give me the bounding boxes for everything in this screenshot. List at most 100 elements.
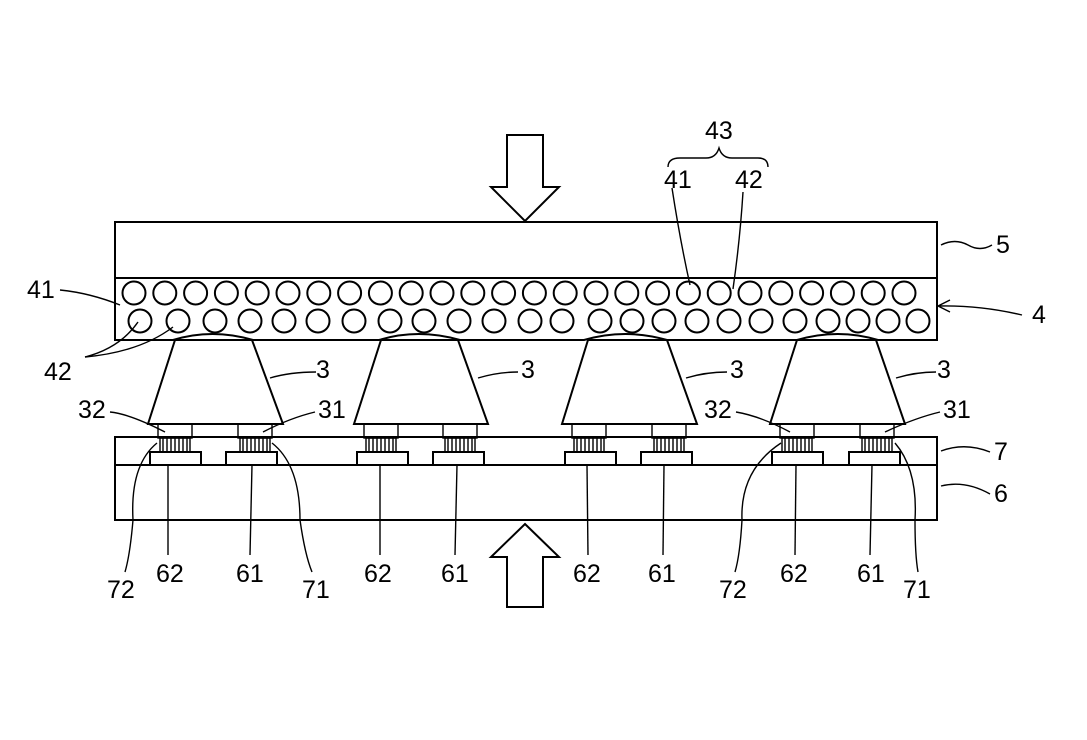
substrate-pad bbox=[772, 452, 823, 465]
label-5: 5 bbox=[996, 231, 1010, 259]
bump bbox=[860, 424, 894, 438]
conductive-particle bbox=[817, 310, 840, 333]
label-62-a: 62 bbox=[156, 560, 184, 588]
conductive-particle bbox=[862, 282, 885, 305]
label-31-left: 31 bbox=[318, 396, 346, 424]
substrate-pad bbox=[433, 452, 484, 465]
label-3-a: 3 bbox=[316, 356, 330, 384]
label-31-right: 31 bbox=[943, 396, 971, 424]
chip bbox=[770, 340, 905, 424]
label-43: 43 bbox=[705, 117, 733, 145]
label-71-right: 71 bbox=[903, 576, 931, 604]
label-4: 4 bbox=[1032, 301, 1046, 329]
conductive-particle bbox=[184, 282, 207, 305]
conductive-particle bbox=[686, 310, 709, 333]
conductive-particle bbox=[338, 282, 361, 305]
label-61-d: 61 bbox=[857, 560, 885, 588]
substrate-pad bbox=[849, 452, 900, 465]
conductive-particle bbox=[519, 310, 542, 333]
label-61-a: 61 bbox=[236, 560, 264, 588]
conductive-particle bbox=[907, 310, 930, 333]
conductive-particle bbox=[239, 310, 262, 333]
conductive-particle bbox=[343, 310, 366, 333]
conductive-particle bbox=[215, 282, 238, 305]
label-3-b: 3 bbox=[521, 356, 535, 384]
conductive-particle bbox=[750, 310, 773, 333]
conductive-particles bbox=[123, 282, 930, 333]
label-61-b: 61 bbox=[441, 560, 469, 588]
label-72-right: 72 bbox=[719, 576, 747, 604]
bump bbox=[443, 424, 477, 438]
conductive-particle bbox=[847, 310, 870, 333]
bump bbox=[238, 424, 272, 438]
conductive-particle bbox=[277, 282, 300, 305]
label-7: 7 bbox=[994, 438, 1008, 466]
conductive-particle bbox=[273, 310, 296, 333]
top-press-arrow bbox=[491, 135, 559, 221]
conductive-particle bbox=[585, 282, 608, 305]
conductive-particle bbox=[677, 282, 700, 305]
conductive-particle bbox=[800, 282, 823, 305]
substrate-pad bbox=[357, 452, 408, 465]
conductive-particle bbox=[492, 282, 515, 305]
conductive-particle bbox=[831, 282, 854, 305]
particle-film-layer-4 bbox=[115, 278, 937, 340]
label-6: 6 bbox=[994, 480, 1008, 508]
label-3-d: 3 bbox=[937, 356, 951, 384]
conductive-particle bbox=[589, 310, 612, 333]
label-41-left: 41 bbox=[27, 276, 55, 304]
label-61-c: 61 bbox=[648, 560, 676, 588]
conductive-particle bbox=[246, 282, 269, 305]
conductive-particle bbox=[708, 282, 731, 305]
conductive-particle bbox=[523, 282, 546, 305]
label-32-right: 32 bbox=[704, 396, 732, 424]
conductive-particle bbox=[739, 282, 762, 305]
conductive-particle bbox=[646, 282, 669, 305]
bump bbox=[780, 424, 814, 438]
substrate-6 bbox=[115, 465, 937, 520]
conductive-particle bbox=[431, 282, 454, 305]
conductive-particle bbox=[461, 282, 484, 305]
conductive-particle bbox=[718, 310, 741, 333]
label-3-c: 3 bbox=[730, 356, 744, 384]
label-62-d: 62 bbox=[780, 560, 808, 588]
conductive-particle bbox=[307, 310, 330, 333]
bottom-press-arrow bbox=[491, 524, 559, 607]
conductive-particle bbox=[551, 310, 574, 333]
label-72-left: 72 bbox=[107, 576, 135, 604]
bump bbox=[364, 424, 398, 438]
conductive-particle bbox=[615, 282, 638, 305]
conductive-particle bbox=[307, 282, 330, 305]
substrate-electrodes bbox=[150, 452, 900, 465]
label-62-c: 62 bbox=[573, 560, 601, 588]
conductive-particle bbox=[483, 310, 506, 333]
label-62-b: 62 bbox=[364, 560, 392, 588]
chip bbox=[354, 340, 488, 424]
conductive-particle bbox=[379, 310, 402, 333]
bump bbox=[572, 424, 606, 438]
conductive-particle bbox=[769, 282, 792, 305]
label-42-left: 42 bbox=[44, 358, 72, 386]
chip bbox=[148, 340, 283, 424]
substrate-pad bbox=[150, 452, 201, 465]
leader-lines bbox=[60, 148, 1022, 572]
label-71-left: 71 bbox=[302, 576, 330, 604]
conductive-particle bbox=[400, 282, 423, 305]
top-sheet-layer-5 bbox=[115, 222, 937, 278]
conductive-particle bbox=[123, 282, 146, 305]
conductive-particle bbox=[448, 310, 471, 333]
conductive-particle bbox=[877, 310, 900, 333]
conductive-particle bbox=[893, 282, 916, 305]
conductive-particle bbox=[153, 282, 176, 305]
chip bbox=[562, 340, 697, 424]
label-32-left: 32 bbox=[78, 396, 106, 424]
bump bbox=[652, 424, 686, 438]
conductive-particle bbox=[653, 310, 676, 333]
conductive-particle bbox=[784, 310, 807, 333]
label-42-top: 42 bbox=[735, 166, 763, 194]
substrate-pad bbox=[565, 452, 616, 465]
substrate-pad bbox=[641, 452, 692, 465]
conductive-particle bbox=[204, 310, 227, 333]
substrate-pad bbox=[226, 452, 277, 465]
